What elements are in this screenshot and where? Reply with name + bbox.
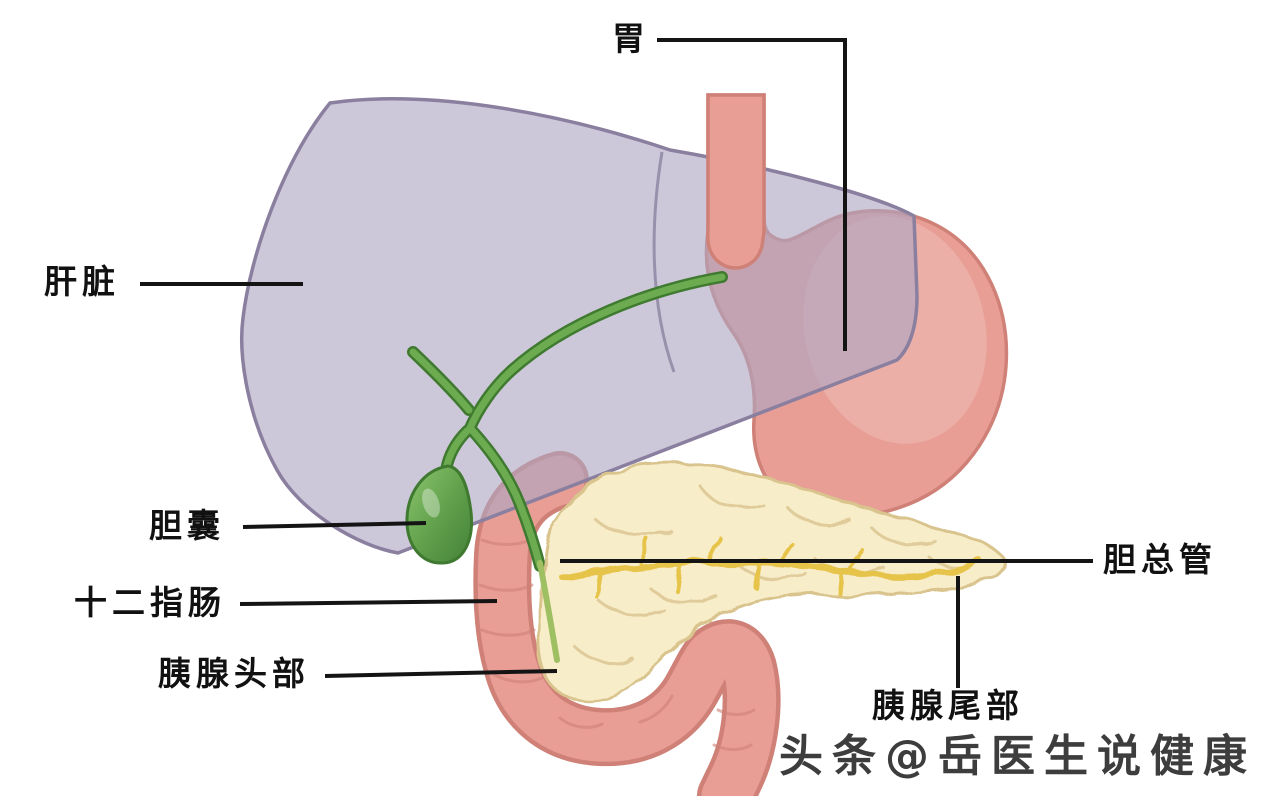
label-duodenum: 十二指肠 — [74, 583, 226, 622]
duodenum-label-line — [239, 599, 498, 606]
label-liver: 肝脏 — [44, 262, 120, 301]
label-pancreas-head: 胰腺头部 — [158, 654, 310, 693]
label-stomach: 胃 — [612, 19, 650, 58]
gallbladder-shape — [405, 464, 474, 565]
label-pancreas-tail: 胰腺尾部 — [872, 686, 1024, 725]
duodenum-folds — [478, 538, 756, 751]
label-common-bile-duct: 胆总管 — [1103, 540, 1217, 579]
pancreas-head-label-line — [324, 669, 558, 678]
label-gallbladder: 胆囊 — [149, 506, 225, 545]
esophagus-shape — [705, 93, 766, 270]
pancreas-shape — [536, 462, 1006, 704]
common-bile-duct-lower — [537, 560, 560, 663]
label-lines — [140, 38, 1093, 688]
gallbladder-label-line — [242, 521, 427, 529]
liver-lobe-fold — [652, 151, 676, 373]
stomach-label-line — [657, 38, 847, 351]
watermark: 头条@岳医生说健康 — [779, 731, 1256, 782]
duodenum-shape — [473, 451, 781, 796]
